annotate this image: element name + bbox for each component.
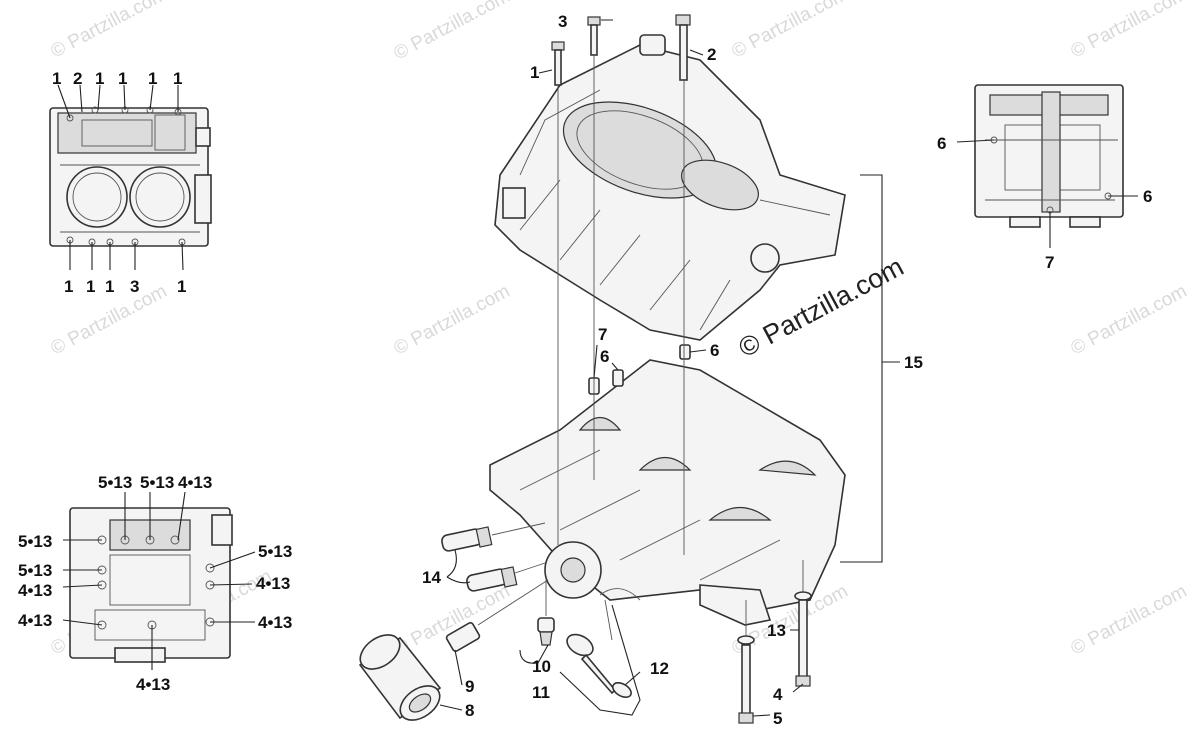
callout-5-13: 5•13 <box>140 473 174 492</box>
callout-4-13: 4•13 <box>136 675 170 694</box>
callout-5-13: 5•13 <box>258 542 292 561</box>
callout-10: 10 <box>532 657 551 676</box>
inset-top-left: 1 2 1 1 1 1 1 1 1 3 1 <box>49 69 212 296</box>
lower-crankcase <box>489 359 846 626</box>
callout-2: 2 <box>707 45 716 64</box>
watermark: © Partzilla.com <box>1067 0 1190 62</box>
callout-5-13: 5•13 <box>18 561 52 580</box>
callout-4-13: 4•13 <box>258 613 292 632</box>
callout-8: 8 <box>465 701 474 720</box>
watermark: © Partzilla.com <box>1067 281 1190 360</box>
callout-12: 12 <box>650 659 669 678</box>
callout-5-13: 5•13 <box>98 473 132 492</box>
callout-11: 11 <box>532 683 550 702</box>
callout-6: 6 <box>710 341 719 360</box>
callout-1: 1 <box>530 63 539 82</box>
callout-2: 2 <box>73 69 82 88</box>
assembly-bracket: 15 <box>840 174 923 563</box>
callout-1: 1 <box>105 277 114 296</box>
callout-7: 7 <box>1045 253 1054 272</box>
callout-9: 9 <box>465 677 474 696</box>
oil-filter: 9 8 <box>358 579 549 721</box>
callout-4-13: 4•13 <box>18 611 52 630</box>
bolts: 1 3 2 7 6 6 <box>530 12 719 555</box>
lower-bolts: 13 4 5 <box>737 560 812 728</box>
watermark: © Partzilla.com <box>47 0 170 62</box>
callout-1: 1 <box>95 69 104 88</box>
callout-5: 5 <box>773 709 782 728</box>
callout-3: 3 <box>130 277 139 296</box>
watermark: © Partzilla.com <box>390 0 513 64</box>
upper-crankcase <box>494 34 846 341</box>
callout-14: 14 <box>422 568 441 587</box>
callout-1: 1 <box>64 277 73 296</box>
callout-3: 3 <box>558 12 567 31</box>
watermark: © Partzilla.com <box>1067 581 1190 660</box>
watermark: © Partzilla.com <box>390 281 513 360</box>
callout-15: 15 <box>904 353 923 372</box>
callout-5-13: 5•13 <box>18 532 52 551</box>
callout-1: 1 <box>118 69 127 88</box>
bolt-head <box>551 41 565 51</box>
callout-4-13: 4•13 <box>178 473 212 492</box>
inset-bottom-left: 5•13 5•13 4•13 4•13 5•13 4•13 4•13 5•13 … <box>18 473 292 694</box>
bolt-shank <box>554 49 562 86</box>
callout-4-13: 4•13 <box>18 581 52 600</box>
callout-1: 1 <box>148 69 157 88</box>
callout-6: 6 <box>600 347 609 366</box>
callout-7: 7 <box>598 325 607 344</box>
callout-1: 1 <box>177 277 186 296</box>
inset-top-right: 6 6 7 <box>937 84 1152 272</box>
drain-and-dipstick: 10 11 12 <box>519 580 669 716</box>
callout-4-13: 4•13 <box>256 574 290 593</box>
fittings: 14 <box>422 522 546 592</box>
callout-13: 13 <box>767 621 786 640</box>
watermark: © Partzilla.com <box>728 0 851 62</box>
callout-6: 6 <box>937 134 946 153</box>
callout-1: 1 <box>86 277 95 296</box>
callout-1: 1 <box>52 69 61 88</box>
callout-1: 1 <box>173 69 182 88</box>
callout-4: 4 <box>773 685 783 704</box>
callout-6: 6 <box>1143 187 1152 206</box>
